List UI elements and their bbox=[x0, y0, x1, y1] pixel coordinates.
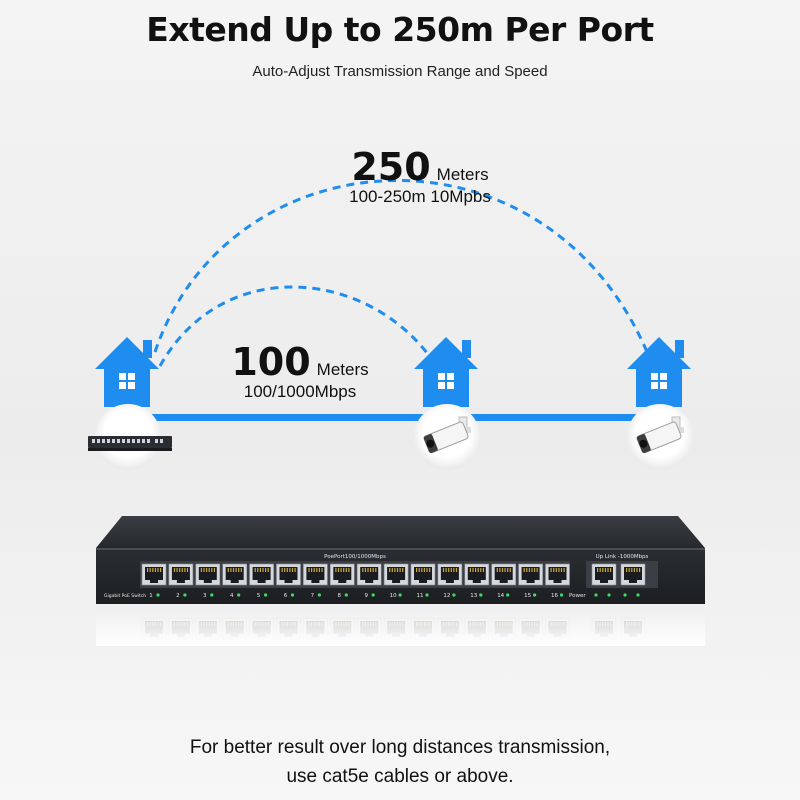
security-camera-icon bbox=[636, 416, 684, 454]
port-led-icon bbox=[506, 593, 510, 597]
uplink-led-icon bbox=[607, 593, 611, 597]
distance-100m-label: 100 Meters 100/1000Mbps bbox=[190, 340, 410, 402]
arc-250m bbox=[153, 179, 657, 373]
arc-100m bbox=[158, 285, 442, 373]
port-led-icon bbox=[210, 593, 214, 597]
page-title: Extend Up to 250m Per Port bbox=[146, 10, 654, 49]
port-led-icon bbox=[559, 593, 564, 597]
port-number-label: 9 bbox=[364, 593, 368, 599]
poe-port-3 bbox=[195, 563, 221, 586]
port-led-icon bbox=[183, 593, 187, 597]
poe-port-13 bbox=[464, 563, 490, 586]
port-led-icon bbox=[237, 593, 241, 597]
port-led-icon bbox=[398, 593, 402, 597]
port-led-icon bbox=[533, 593, 537, 597]
house-icon-camera-100m bbox=[414, 337, 478, 407]
port-number-label: 6 bbox=[284, 593, 288, 599]
port-number-label: 7 bbox=[311, 593, 315, 599]
house-icon-switch bbox=[95, 337, 159, 407]
poe-port-1 bbox=[141, 563, 167, 586]
distance-250-speed: 100-250m 10Mpbs bbox=[349, 187, 491, 206]
port-number-label: 10 bbox=[390, 593, 397, 599]
port-led-icon bbox=[479, 593, 483, 597]
footer-line-2: use cat5e cables or above. bbox=[286, 766, 514, 787]
poe-port-12 bbox=[437, 563, 463, 586]
footer-note: For better result over long distances tr… bbox=[0, 733, 800, 791]
distance-100-speed: 100/1000Mbps bbox=[243, 382, 357, 401]
port-number-label: 13 bbox=[470, 593, 477, 599]
poe-port-10 bbox=[383, 563, 409, 586]
uplink-led-icon bbox=[594, 593, 598, 597]
port-led-icon bbox=[371, 593, 375, 597]
port-led-icon bbox=[156, 593, 160, 597]
port-led-icon bbox=[452, 593, 456, 597]
port-led-icon bbox=[344, 593, 348, 597]
poe-port-14 bbox=[491, 563, 517, 586]
port-number-label: 5 bbox=[257, 593, 261, 599]
distance-100-unit: Meters bbox=[316, 360, 369, 379]
house-icon-camera-250m bbox=[627, 337, 691, 407]
switch-label-power: Power bbox=[569, 593, 586, 599]
port-led-icon bbox=[317, 593, 321, 597]
uplink-led-icon bbox=[636, 593, 640, 597]
distance-100-number: 100 bbox=[231, 340, 311, 384]
uplink-port-2 bbox=[620, 563, 646, 586]
port-led-icon bbox=[425, 593, 429, 597]
poe-port-11 bbox=[410, 563, 436, 586]
poe-port-4 bbox=[222, 563, 247, 586]
port-number-label: 8 bbox=[338, 593, 342, 599]
port-number-label: 11 bbox=[417, 593, 424, 599]
switch-label-model: Gigabit PoE Switch bbox=[104, 593, 146, 599]
uplink-port-1 bbox=[591, 563, 617, 586]
port-number-label: 14 bbox=[497, 593, 504, 599]
uplink-led-icon bbox=[623, 593, 627, 597]
poe-port-15 bbox=[518, 563, 543, 586]
port-number-label: 4 bbox=[230, 593, 234, 599]
switch-thumbnail-icon bbox=[88, 436, 172, 451]
switch-label-poe: PoePort100/1000Mbps bbox=[324, 554, 386, 560]
port-number-label: 2 bbox=[176, 593, 180, 599]
poe-port-16 bbox=[545, 563, 570, 586]
poe-port-7 bbox=[303, 563, 328, 586]
port-led-icon bbox=[290, 593, 295, 597]
distance-250-number: 250 bbox=[351, 145, 431, 189]
port-number-label: 15 bbox=[524, 593, 531, 599]
distance-250-unit: Meters bbox=[436, 165, 489, 184]
security-camera-icon bbox=[423, 416, 471, 454]
cable-line bbox=[130, 414, 670, 421]
poe-port-5 bbox=[249, 563, 274, 586]
port-number-label: 1 bbox=[149, 593, 153, 599]
port-number-label: 16 bbox=[551, 593, 558, 599]
page-subtitle: Auto-Adjust Transmission Range and Speed bbox=[252, 63, 548, 80]
port-number-label: 3 bbox=[203, 593, 207, 599]
poe-port-2 bbox=[168, 563, 194, 586]
poe-port-6 bbox=[276, 563, 301, 586]
distance-250m-label: 250 Meters 100-250m 10Mpbs bbox=[300, 145, 540, 207]
switch-label-uplink: Up Link -1000Mbps bbox=[596, 554, 649, 560]
port-number-label: 12 bbox=[443, 593, 450, 599]
poe-port-9 bbox=[356, 563, 382, 586]
port-led-icon bbox=[264, 593, 268, 597]
footer-line-1: For better result over long distances tr… bbox=[189, 737, 611, 758]
poe-port-8 bbox=[329, 563, 355, 586]
poe-switch-device bbox=[96, 516, 705, 646]
